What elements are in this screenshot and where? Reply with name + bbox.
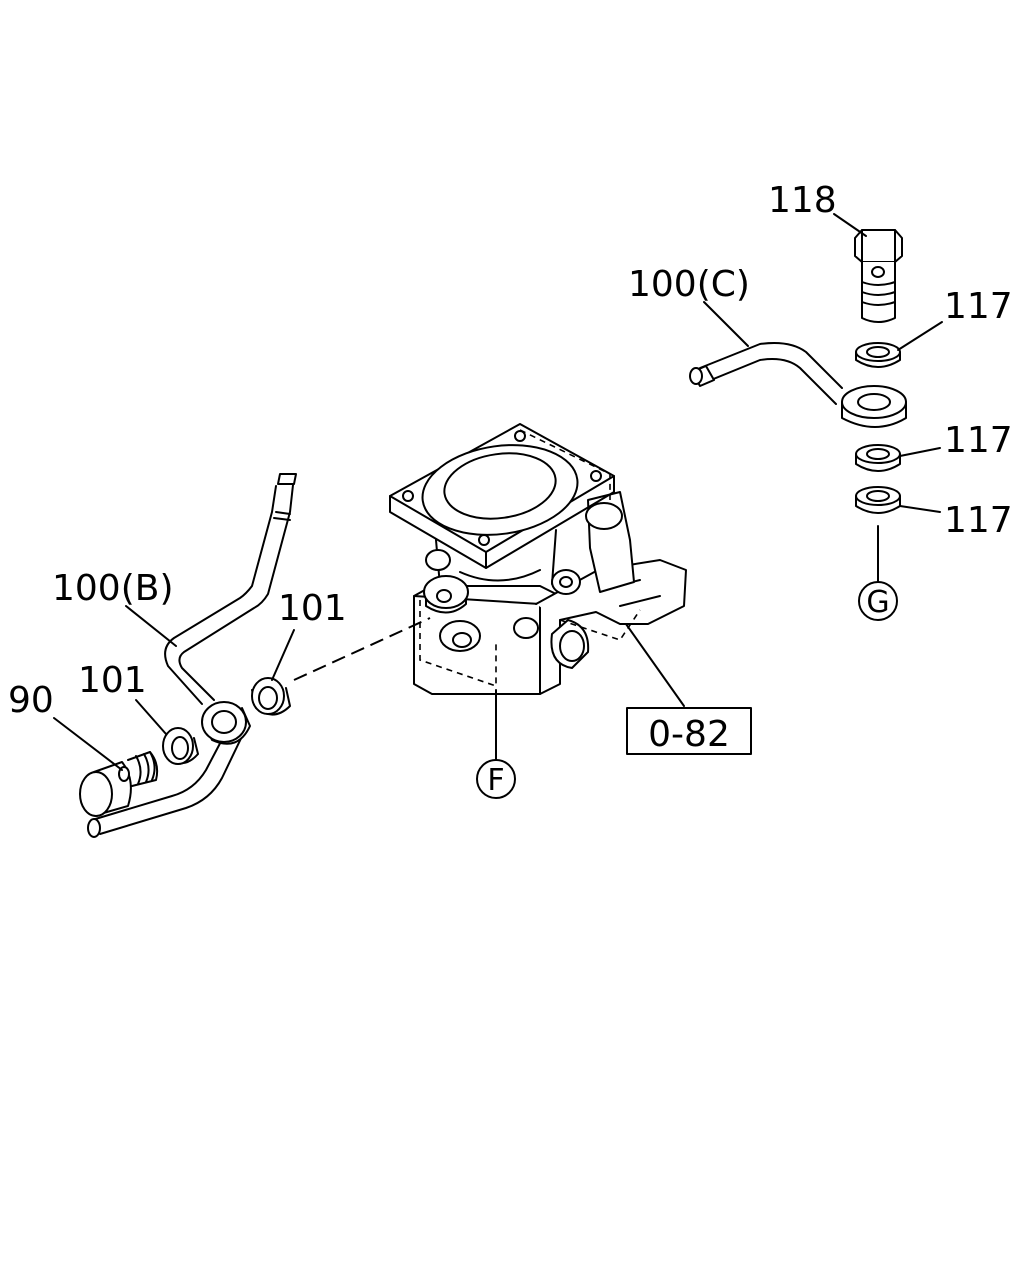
leader-101-left bbox=[135, 699, 167, 735]
ref-f-circle bbox=[476, 759, 516, 799]
ref-g-circle bbox=[858, 581, 898, 621]
ref-box bbox=[626, 707, 752, 755]
callout-101-left: 101 bbox=[78, 660, 147, 701]
leader-117-top bbox=[897, 321, 943, 351]
leader-100b bbox=[125, 605, 177, 647]
pipe-100c bbox=[689, 342, 907, 428]
callout-101-right: 101 bbox=[278, 588, 347, 629]
leader-117-mid bbox=[899, 447, 941, 457]
callout-117-mid: 117 bbox=[944, 420, 1013, 461]
leader-90 bbox=[53, 717, 123, 771]
leader-117-bottom bbox=[899, 505, 941, 513]
leader-101-right bbox=[271, 629, 295, 681]
callout-100c: 100(C) bbox=[628, 264, 750, 305]
callout-100b: 100(B) bbox=[52, 568, 174, 609]
washer-117-mid bbox=[855, 444, 901, 472]
eye-bolt-118 bbox=[854, 229, 903, 323]
washer-117-bottom bbox=[855, 486, 901, 514]
callout-117-bottom: 117 bbox=[944, 500, 1013, 541]
ref-g-label: G bbox=[866, 585, 889, 620]
leader-100c bbox=[703, 301, 749, 347]
washer-117-top bbox=[855, 342, 901, 368]
callout-118: 118 bbox=[768, 180, 837, 221]
eye-bolt-90 bbox=[79, 751, 159, 817]
alignment-dash-line bbox=[293, 617, 431, 681]
gasket-101-right bbox=[251, 677, 291, 716]
leader-118 bbox=[833, 213, 867, 237]
valve-housing bbox=[389, 423, 687, 695]
leader-ref-box bbox=[625, 623, 685, 707]
gasket-101-left bbox=[162, 727, 199, 765]
callout-117-top: 117 bbox=[944, 286, 1013, 327]
ref-f-label: F bbox=[487, 763, 504, 798]
pipe-100b bbox=[87, 473, 297, 838]
ref-box-label: 0-82 bbox=[648, 714, 730, 755]
callout-90: 90 bbox=[8, 680, 54, 721]
